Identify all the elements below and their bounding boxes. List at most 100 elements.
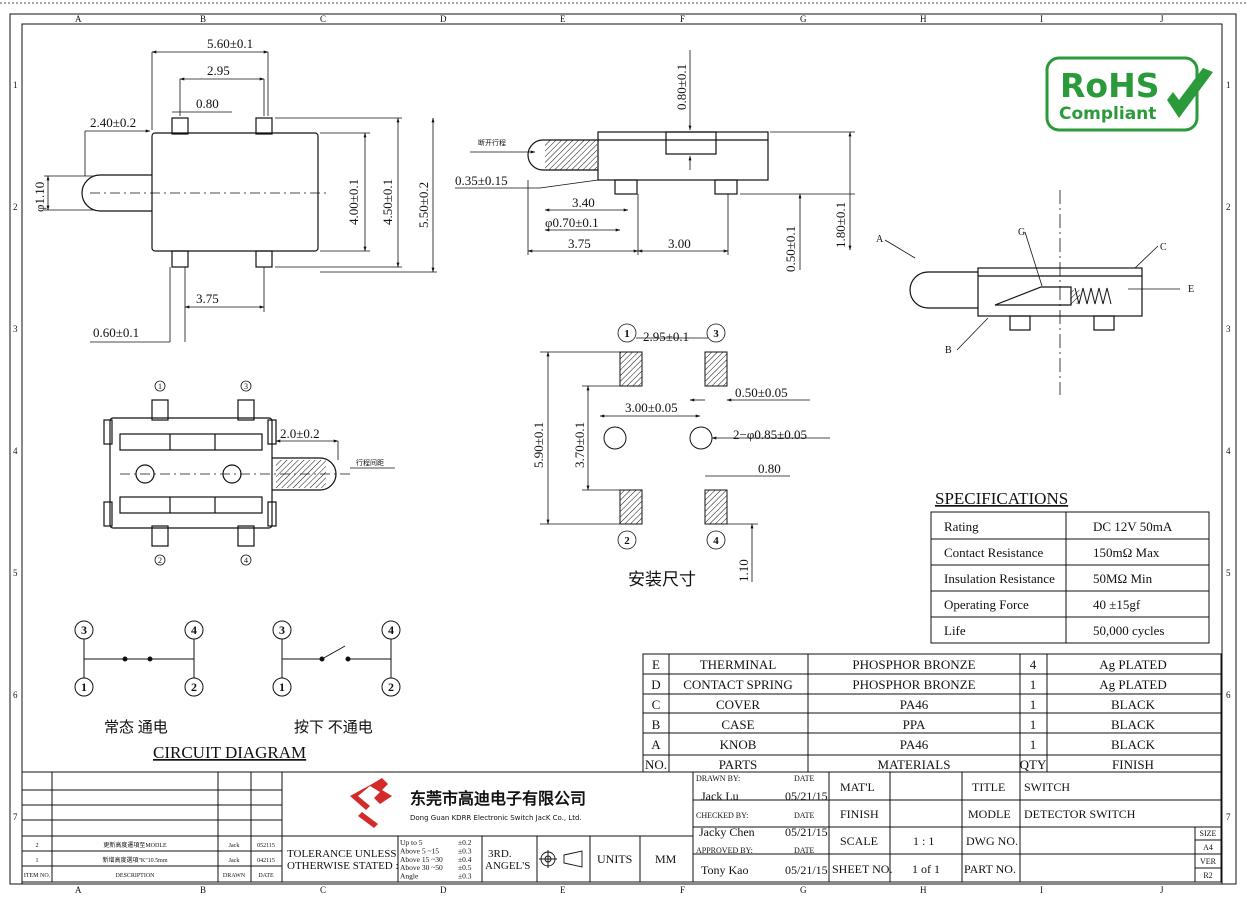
rohs-text: RoHS	[1060, 66, 1159, 105]
grid-col-top-G: G	[800, 14, 807, 24]
bom-part: COVER	[716, 697, 760, 712]
drawn-by-label: DRAWN BY:	[696, 774, 740, 783]
tolerance-value: ±0.3	[458, 872, 472, 881]
spec-force-label: Operating Force	[944, 597, 1029, 612]
drawn-by: Jack Lu	[701, 789, 739, 803]
grid-col-bottom-J: J	[1160, 885, 1164, 895]
drawn-date: 05/21/15	[785, 789, 828, 803]
dim-pin-diameter: φ0.70±0.1	[545, 215, 599, 230]
spec-insulation-label: Insulation Resistance	[944, 571, 1055, 586]
grid-col-top-F: F	[680, 14, 685, 24]
grid-row-right-4: 4	[1226, 446, 1231, 456]
title-value: SWITCH	[1024, 780, 1070, 794]
dim-width: 5.60±0.1	[207, 36, 253, 51]
spec-force-value: 40 ±15gf	[1093, 597, 1141, 612]
checkmark-icon	[1167, 68, 1213, 118]
circuit-node-2b: 2	[388, 680, 394, 694]
tolerance-range: Above 5 ~15	[400, 846, 439, 855]
bom-finish: BLACK	[1111, 697, 1156, 712]
label-e: E	[1188, 284, 1194, 295]
scale-value: 1 : 1	[913, 834, 934, 848]
scale-label: SCALE	[840, 834, 878, 848]
approved-by-label: APPROVED BY:	[696, 846, 753, 855]
dim-pin-span: 4.50±0.1	[380, 179, 395, 225]
sheet-label: SHEET NO.	[832, 862, 892, 876]
title-label: TITLE	[972, 780, 1005, 794]
dim-0-50: 0.50±0.1	[783, 226, 798, 272]
spec-insulation-value: 50MΩ Min	[1093, 571, 1153, 586]
revision-header-description: DESCRIPTION	[115, 873, 155, 879]
model-label: MODLE	[968, 807, 1011, 821]
circuit-labels: 3 4 1 2 3 4 1 2 常态 通电 按下 不通电 CIRCUIT DIA…	[81, 623, 394, 762]
grid-col-top-H: H	[920, 14, 927, 24]
grid-col-bottom-C: C	[320, 885, 326, 895]
pin-label-3: 3	[244, 382, 248, 391]
circuit-node-4a: 4	[191, 623, 197, 637]
dim-knob-diameter: φ1.10	[32, 182, 47, 212]
grid-col-top-A: A	[75, 14, 82, 24]
revision-drawn: Jack	[229, 843, 240, 849]
bom-no: C	[652, 697, 661, 712]
grid-col-top-D: D	[440, 14, 447, 24]
label-travel-distance: 行程间距	[356, 458, 384, 467]
grid-col-bottom-I: I	[1040, 885, 1043, 895]
label-a: A	[876, 234, 884, 245]
rohs-logo: RoHS Compliant	[1045, 56, 1213, 132]
bom-table	[642, 653, 1222, 773]
grid-row-left-1: 1	[13, 80, 18, 90]
section-view	[884, 190, 1180, 395]
dim-pitch: 2.95	[207, 63, 230, 78]
pin-label-2: 2	[158, 556, 162, 565]
compliant-text: Compliant	[1059, 104, 1156, 124]
grid-col-top-E: E	[560, 14, 566, 24]
revision-item: 2	[36, 843, 39, 849]
grid-col-top-I: I	[1040, 14, 1043, 24]
finish-label: FINISH	[840, 807, 879, 821]
company-logo-icon	[350, 778, 392, 828]
title-block-text: 东莞市高迪电子有限公司 Dong Guan KDRR Electronic Sw…	[24, 774, 1217, 881]
circuit-node-3b: 3	[279, 623, 285, 637]
dim-gap: 0.35±0.15	[455, 173, 508, 188]
tolerance-range: Above 15 ~30	[400, 855, 443, 864]
sheet-value: 1 of 1	[912, 862, 940, 876]
circuit-node-3a: 3	[81, 623, 87, 637]
approved-by: Tony Kao	[701, 863, 748, 877]
pin-label-1: 1	[158, 382, 162, 391]
sheet-frame	[0, 2, 1247, 885]
bom-no: A	[651, 737, 661, 752]
grid-row-right-7: 7	[1226, 812, 1231, 822]
bom-no: E	[652, 657, 660, 672]
pin-label-4: 4	[244, 556, 248, 565]
checked-date-label: DATE	[794, 811, 815, 820]
circuit-node-1a: 1	[81, 680, 87, 694]
tolerance-line1: TOLERANCE UNLESS	[287, 848, 397, 860]
grid-row-left-5: 5	[13, 568, 18, 578]
dim-1-80: 1.80±0.1	[833, 202, 848, 248]
circuit-diagram	[74, 620, 401, 697]
dim-knob-extension: 2.0±0.2	[280, 426, 320, 441]
tolerance-range: Angle	[400, 872, 419, 881]
bom-part: CASE	[721, 717, 754, 732]
grid-col-bottom-B: B	[200, 885, 206, 895]
checked-date: 05/21/15	[785, 825, 828, 839]
revision-date: 042115	[257, 858, 275, 864]
company-name-cn: 东莞市高迪电子有限公司	[410, 789, 586, 808]
dim-3-40: 3.40	[572, 195, 595, 210]
angle-line2: ANGEL'S	[485, 860, 530, 872]
units-label: UNITS	[597, 852, 632, 866]
bom-finish: Ag PLATED	[1099, 677, 1167, 692]
grid-row-left-2: 2	[13, 202, 18, 212]
bom-no: D	[651, 677, 660, 692]
grid-row-left-6: 6	[13, 690, 18, 700]
label-b: B	[945, 345, 952, 356]
approved-date-label: DATE	[794, 846, 815, 855]
dwg-label: DWG NO.	[966, 834, 1018, 848]
checked-by-label: CHECKED BY:	[696, 811, 748, 820]
tolerance-value: ±0.3	[458, 846, 472, 855]
grid-col-bottom-F: F	[680, 885, 685, 895]
fp-dim-1-10: 1.10	[736, 559, 751, 582]
spec-life-label: Life	[944, 623, 966, 638]
size-value: A4	[1203, 843, 1213, 852]
